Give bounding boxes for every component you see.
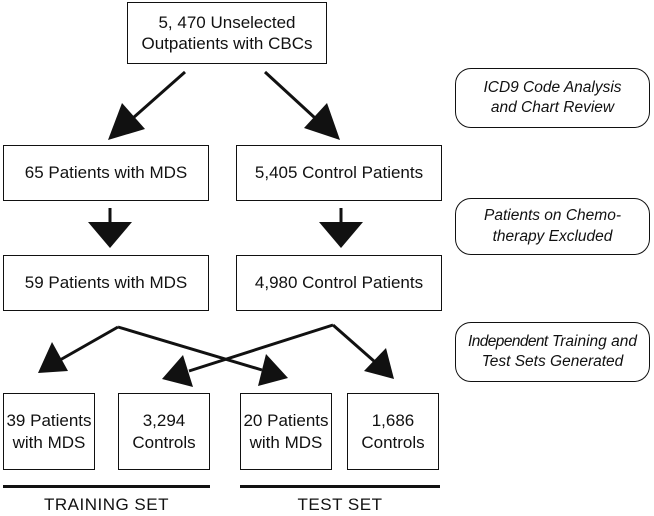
split-arrows	[38, 323, 394, 387]
note-step3-line1-b: Training and	[547, 332, 637, 350]
node-control-initial: 5,405 Control Patients	[236, 145, 442, 201]
node-train-mds: 39 Patients with MDS	[3, 393, 95, 470]
node-start-line1: 5, 470 Unselected	[158, 12, 296, 32]
node-train-mds-line2: with MDS	[12, 432, 86, 452]
node-control-initial-label: 5,405 Control Patients	[254, 163, 424, 183]
test-set-rule	[240, 485, 440, 488]
node-train-mds-line1: 39 Patients	[6, 411, 92, 431]
training-set-rule	[3, 485, 210, 488]
test-set-label: TEST SET	[297, 495, 383, 514]
arrow-start-to-control	[263, 70, 340, 140]
node-test-mds-line2: with MDS	[249, 432, 323, 452]
note-step2-line1: Patients on Chemo-	[484, 207, 621, 225]
node-test-controls: 1,686 Controls	[347, 393, 439, 470]
arrow-control-down	[319, 208, 363, 248]
node-test-mds-line1: 20 Patients	[243, 411, 329, 431]
node-start: 5, 470 Unselected Outpatients with CBCs	[127, 2, 327, 64]
arrow-start-to-mds	[108, 70, 186, 140]
arrow-mds-down	[88, 208, 132, 248]
note-step3-line1-a: Independent	[468, 332, 548, 350]
note-step1-line2: and Chart Review	[490, 99, 615, 116]
note-step2-line2: therapy Excluded	[492, 227, 613, 245]
note-step1-line1: ICD9 Code Analysis	[483, 78, 622, 96]
node-train-controls-line1: 3,294	[142, 411, 186, 431]
node-control-final-label: 4,980 Control Patients	[254, 273, 424, 293]
note-step2: Patients on Chemo- therapy Excluded	[455, 198, 650, 255]
node-start-line2: Outpatients with CBCs	[141, 34, 313, 53]
node-train-controls: 3,294 Controls	[118, 393, 210, 470]
node-train-controls-line2: Controls	[132, 432, 196, 452]
node-mds-initial: 65 Patients with MDS	[3, 145, 209, 201]
note-step3-line2: Test Sets Generated	[481, 353, 624, 370]
note-step3: Independent Training and Test Sets Gener…	[455, 322, 650, 382]
node-mds-final-label: 59 Patients with MDS	[24, 273, 188, 293]
note-step1: ICD9 Code Analysis and Chart Review	[455, 68, 650, 128]
training-set-label: TRAINING SET	[43, 495, 169, 514]
node-test-controls-line2: Controls	[361, 432, 425, 452]
node-control-final: 4,980 Control Patients	[236, 255, 442, 311]
node-mds-final: 59 Patients with MDS	[3, 255, 209, 311]
note-step3-line1: Independent Training and	[468, 332, 637, 352]
node-test-mds: 20 Patients with MDS	[240, 393, 332, 470]
node-mds-initial-label: 65 Patients with MDS	[24, 163, 188, 183]
node-test-controls-line1: 1,686	[371, 411, 415, 431]
